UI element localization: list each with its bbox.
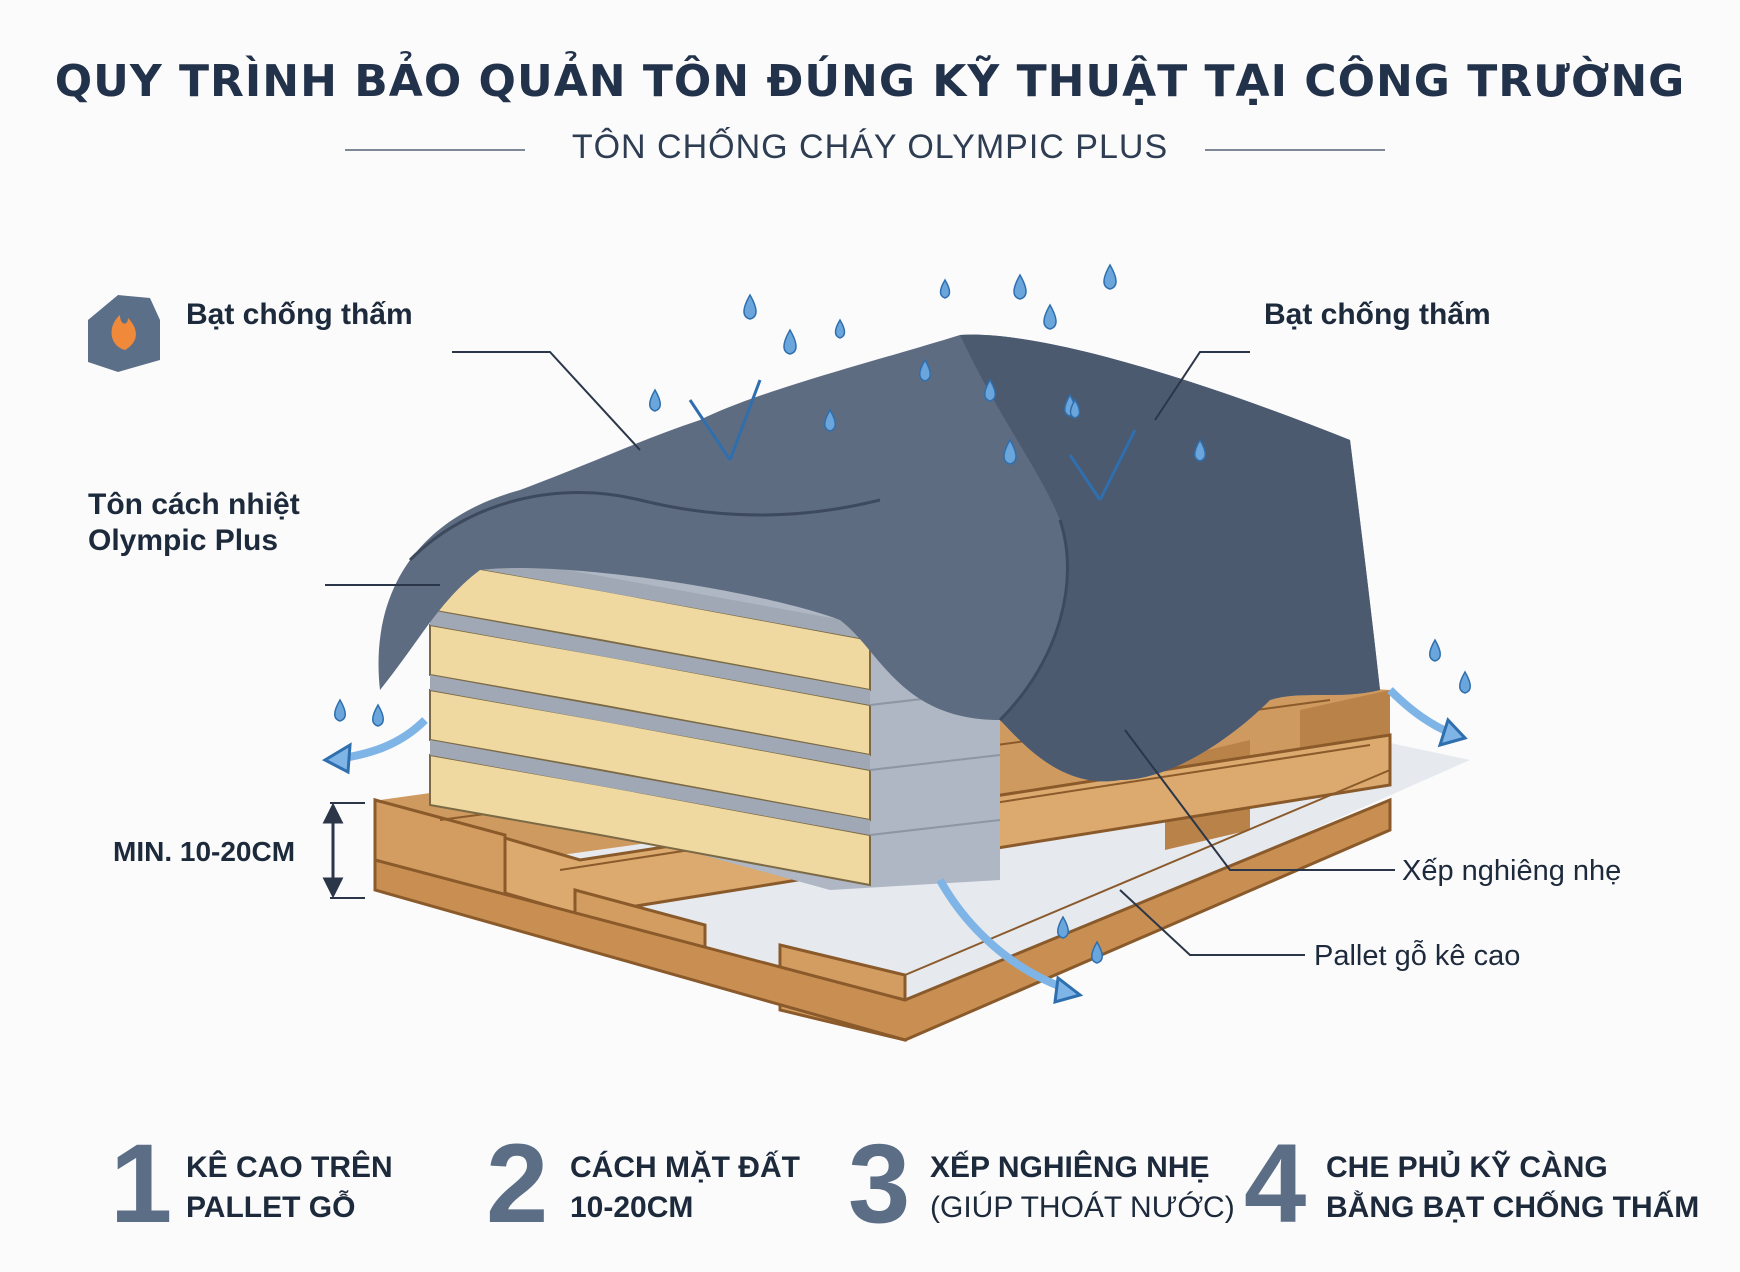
label-tilt: Xếp nghiêng nhẹ <box>1402 855 1622 887</box>
step-number: 4 <box>1244 1121 1307 1246</box>
subtitle-divider-right <box>1205 149 1385 151</box>
step-number: 2 <box>486 1121 549 1246</box>
step-line1: XẾP NGHIÊNG NHẸ <box>930 1151 1210 1184</box>
water-flow-arrows <box>321 379 1468 1005</box>
panel-stack <box>429 545 1001 890</box>
page-title: QUY TRÌNH BẢO QUẢN TÔN ĐÚNG KỸ THUẬT TẠI… <box>54 56 1686 107</box>
label-tarp-right: Bạt chống thấm <box>1264 298 1491 331</box>
fire-house-icon <box>88 295 160 372</box>
label-pallet: Pallet gỗ kê cao <box>1314 940 1521 972</box>
step-number: 3 <box>848 1121 911 1246</box>
step-text: CHE PHỦ KỸ CÀNG BẰNG BẠT CHỐNG THẤM <box>1326 1148 1699 1228</box>
label-panel-line1: Tôn cách nhiệt <box>88 488 300 521</box>
subtitle-divider-left <box>345 149 525 151</box>
step-text: CÁCH MẶT ĐẤT 10-20CM <box>570 1148 800 1228</box>
page-subtitle: TÔN CHỐNG CHÁY OLYMPIC PLUS <box>571 128 1169 166</box>
label-panel-line2: Olympic Plus <box>88 524 279 557</box>
step-line1: CHE PHỦ KỸ CÀNG <box>1326 1151 1608 1184</box>
rain-drops <box>334 263 1471 964</box>
label-min-height: MIN. 10-20CM <box>113 836 296 867</box>
step-line2: PALLET GỖ <box>186 1191 356 1224</box>
step-line1: KÊ CAO TRÊN <box>186 1151 393 1184</box>
step-text: KÊ CAO TRÊN PALLET GỖ <box>186 1148 393 1228</box>
step-line2: 10-20CM <box>570 1191 694 1224</box>
step-line1: CÁCH MẶT ĐẤT <box>570 1151 800 1184</box>
step-line2: BẰNG BẠT CHỐNG THẤM <box>1326 1191 1700 1224</box>
waterproof-tarp <box>378 334 1380 782</box>
leader-lines <box>325 351 1395 956</box>
label-tarp-left: Bạt chống thấm <box>186 298 413 331</box>
step-line2: (GIÚP THOÁT NƯỚC) <box>930 1191 1235 1224</box>
label-panel: Tôn cách nhiệt Olympic Plus <box>88 487 300 559</box>
subtitle-row: TÔN CHỐNG CHÁY OLYMPIC PLUS <box>0 128 1740 168</box>
step-text: XẾP NGHIÊNG NHẸ (GIÚP THOÁT NƯỚC) <box>930 1148 1235 1228</box>
step-number: 1 <box>110 1121 173 1246</box>
height-indicator <box>322 802 344 899</box>
